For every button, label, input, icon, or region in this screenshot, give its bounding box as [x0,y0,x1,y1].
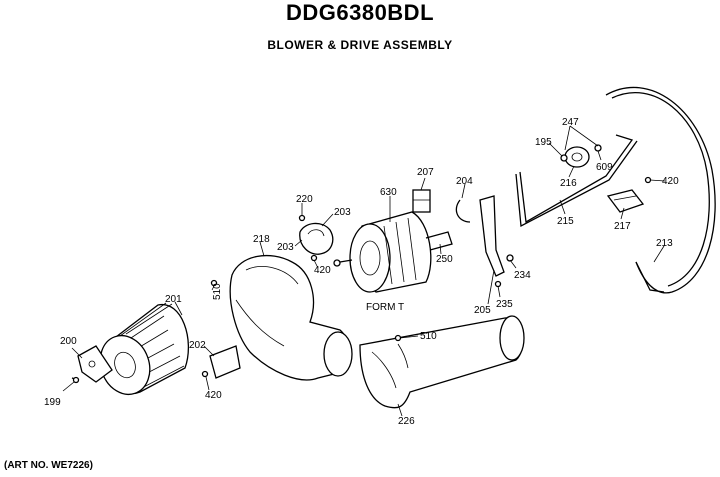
label-510-a: 510 [212,283,223,300]
label-205: 205 [474,305,491,316]
label-226: 226 [398,416,415,427]
motor-switch [412,189,431,213]
drive-motor [333,211,453,293]
support-bracket [201,345,241,379]
label-form-t: FORM T [366,302,404,313]
label-234: 234 [514,270,531,281]
label-250: 250 [436,254,453,265]
label-247: 247 [562,117,579,128]
motor-bracket [455,195,514,288]
idler-arm [515,134,638,228]
label-202: 202 [189,340,206,351]
model-number: DDG6380BDL [285,0,435,25]
part-labels: 199 200 201 202 420 510 218 220 203 203 … [44,117,679,427]
label-420-b: 420 [314,265,331,276]
motor-clamp [298,214,334,262]
idler-pulley [560,144,602,168]
label-203-b: 203 [277,242,294,253]
label-510-b: 510 [420,331,437,342]
blower-plate [71,345,113,384]
leader-lines [62,125,666,417]
label-203-a: 203 [334,207,351,218]
label-217: 217 [614,221,631,232]
exhaust-duct [359,315,525,409]
label-609: 609 [596,162,613,173]
label-630: 630 [380,187,397,198]
label-218: 218 [253,234,270,245]
label-207: 207 [417,167,434,178]
label-213: 213 [656,238,673,249]
label-199: 199 [44,397,61,408]
idler-bracket [606,176,652,213]
assembly-title: BLOWER & DRIVE ASSEMBLY [267,38,453,52]
label-204: 204 [456,176,473,187]
label-220: 220 [296,194,313,205]
label-215: 215 [557,216,574,227]
label-200: 200 [60,336,77,347]
label-420-c: 420 [662,176,679,187]
label-420-a: 420 [205,390,222,401]
art-number: (ART NO. WE7226) [4,460,93,471]
blower-housing [210,254,353,381]
blower-wheel [99,302,189,396]
label-216: 216 [560,178,577,189]
label-201: 201 [165,294,182,305]
label-235: 235 [496,299,513,310]
label-195: 195 [535,137,552,148]
drum-belt [605,86,716,294]
